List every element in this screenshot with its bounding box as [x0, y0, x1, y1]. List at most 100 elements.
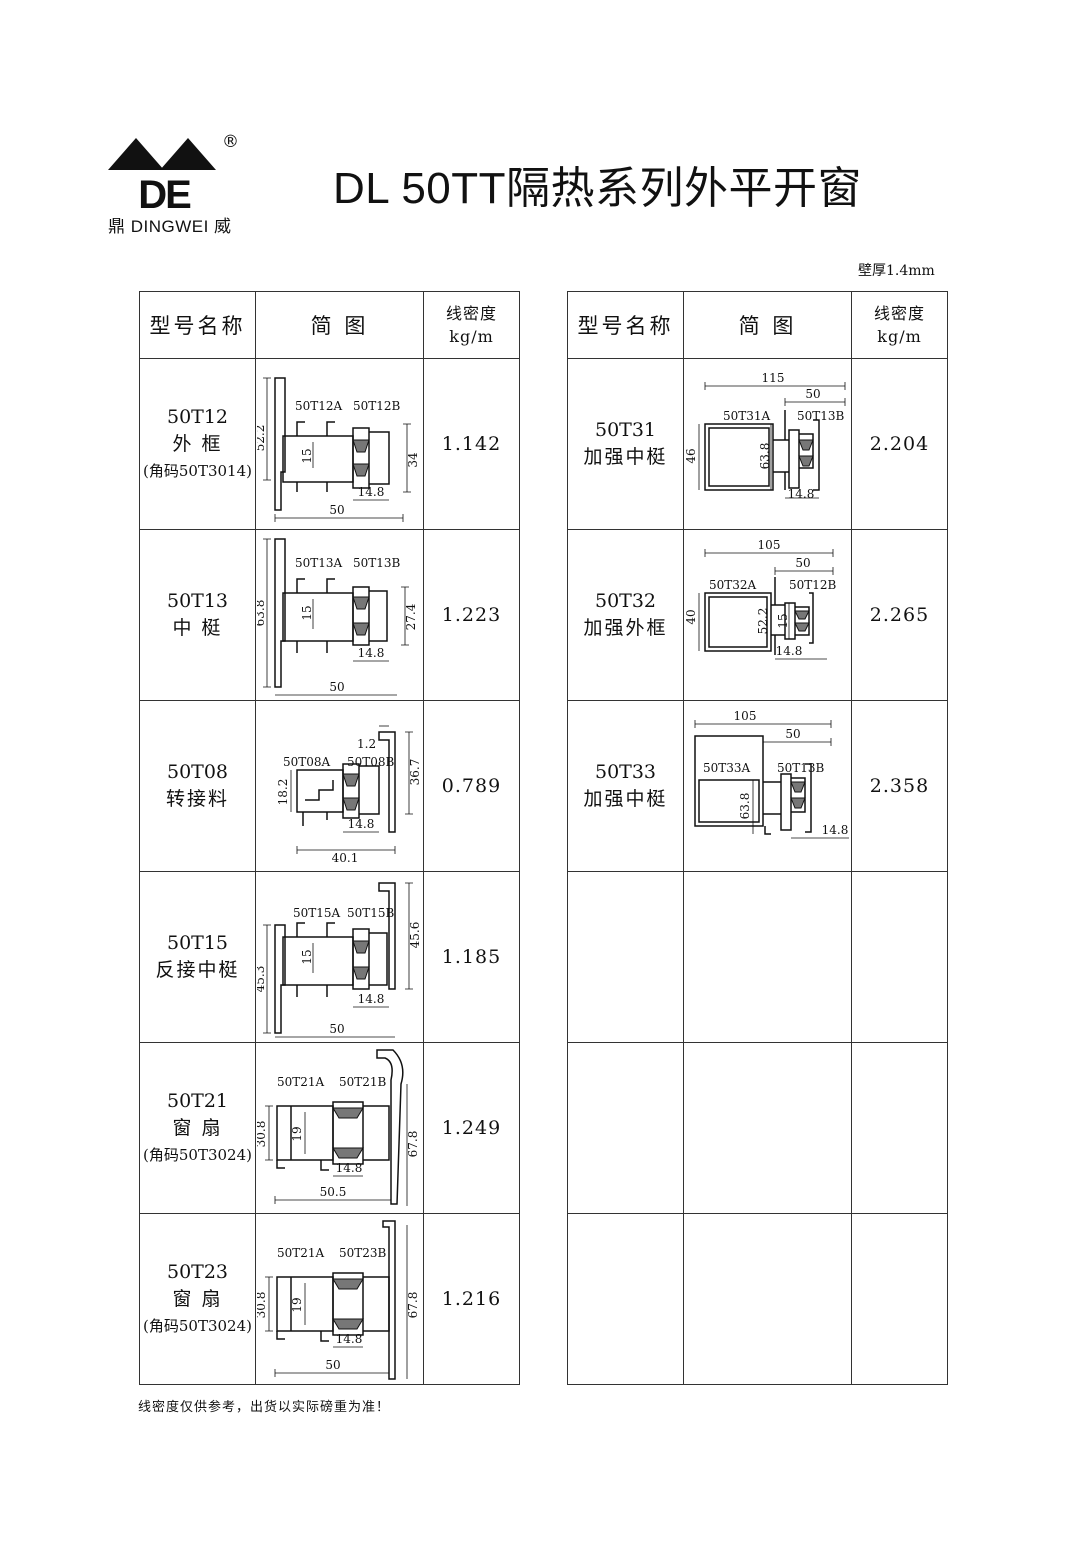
profile-figure-cell: 105 50 50T32A 50T12B 40 52.2 15 14.8: [683, 529, 852, 701]
sub-label-b: 50T13B: [797, 409, 845, 423]
dim-inner: 15: [300, 949, 314, 964]
model-name-cell: 50T12 外 框 (角码50T3014): [139, 358, 256, 530]
model-name-cell: 50T08 转接料: [139, 700, 256, 872]
sub-label-a: 50T31A: [723, 409, 771, 423]
profile-figure-cell: 50T15A 50T15B 45.3 15 45.6 14.8 50: [255, 871, 424, 1043]
model-code: 50T23: [166, 1260, 229, 1283]
model-name: 加强中梃: [583, 446, 668, 468]
profile-figure-cell: 50T12A 50T12B 52.2 15 34 14.8 50: [255, 358, 424, 530]
dim-right: 36.7: [408, 759, 422, 786]
dim-total: 105: [733, 709, 756, 723]
table-row-empty: [567, 1213, 948, 1385]
profile-drawing: 105 50 50T32A 50T12B 40 52.2 15 14.8: [685, 538, 837, 660]
sub-label-b: 50T23B: [339, 1246, 387, 1260]
model-code: 50T33: [594, 761, 657, 783]
dim-right: 45.6: [408, 922, 422, 949]
dim-half: 50: [805, 387, 820, 401]
col-figure-header: 简 图: [255, 291, 424, 359]
density-value: 1.223: [423, 529, 520, 701]
dim-right: 27.4: [404, 603, 418, 630]
sub-label-b: 50T15B: [347, 906, 395, 920]
sub-label-a: 50T13A: [295, 556, 343, 570]
density-value: 0.789: [423, 700, 520, 872]
dim-height: 30.8: [257, 1121, 268, 1148]
dim-strip: 14.8: [335, 1332, 362, 1346]
dim-half: 50: [785, 727, 800, 741]
profile-drawing: 50T21A 50T21B 30.8 19 67.8 14.8 50.5: [257, 1049, 420, 1206]
table-row: 50T13 中 梃: [139, 529, 520, 701]
dim-width: 50: [325, 1358, 340, 1372]
model-name-cell: 50T23 窗 扇 (角码50T3024): [139, 1213, 256, 1385]
density-value: 2.358: [851, 700, 948, 872]
density-value: 2.204: [851, 358, 948, 530]
profile-drawing: 50T15A 50T15B 45.3 15 45.6 14.8 50: [257, 882, 422, 1038]
dim-height: 45.3: [257, 966, 267, 993]
model-code: 50T21: [166, 1089, 229, 1112]
registered-mark: ®: [222, 132, 239, 152]
profile-figure-cell: 105 50 50T33A 50T13B 63.8 14.8: [683, 700, 852, 872]
dim-strip: 14.8: [775, 644, 802, 658]
model-name-cell: 50T33 加强中梃: [567, 700, 684, 872]
table-row: 50T33 加强中梃 105: [567, 700, 948, 872]
model-note: (角码50T3014): [143, 461, 252, 480]
model-note: (角码50T3024): [143, 1145, 252, 1164]
dim-strip: 14.8: [787, 487, 814, 501]
dim-left: 18.2: [276, 779, 290, 806]
page-title: DL 50TT隔热系列外平开窗: [333, 164, 863, 213]
table-row: 50T23 窗 扇 (角码50T3024): [139, 1213, 520, 1385]
dim-total: 115: [761, 371, 784, 385]
col-model-header: 型号名称: [139, 291, 256, 359]
empty-cell: [567, 1213, 684, 1385]
density-value: 1.249: [423, 1042, 520, 1214]
model-code: 50T31: [594, 419, 657, 441]
table-row-empty: [567, 1042, 948, 1214]
dim-width: 50: [329, 680, 344, 694]
footnote: 线密度仅供参考，出货以实际磅重为准！: [138, 1400, 391, 1415]
dim-right: 34: [406, 452, 420, 468]
sub-label-a: 50T08A: [283, 755, 331, 769]
dim-width: 50: [329, 1022, 344, 1036]
density-value: 2.265: [851, 529, 948, 701]
empty-cell: [683, 1042, 852, 1214]
profile-drawing: 50T12A 50T12B 52.2 15 34 14.8 50: [257, 377, 420, 522]
profile-drawing: 50T13A 50T13B 63.8 15 27.4 14.8 50: [257, 538, 418, 696]
empty-cell: [567, 1042, 684, 1214]
dim-strip: 14.8: [357, 646, 384, 660]
empty-cell: [851, 871, 948, 1043]
profile-drawing: 50T08A 50T08B 1.2 18.2 36.7 14.8 40.1: [276, 725, 422, 865]
dim-top: 1.2: [357, 737, 376, 751]
dim-total: 105: [757, 538, 780, 552]
dim-strip: 14.8: [821, 823, 848, 837]
profile-figure-cell: 115 50 50T31A 50T13B 46 63.8 14.8: [683, 358, 852, 530]
dim-left: 46: [685, 448, 698, 463]
dim-height: 30.8: [257, 1292, 268, 1319]
dim-right: 67.8: [406, 1131, 420, 1158]
empty-cell: [851, 1042, 948, 1214]
profile-drawing: 115 50 50T31A 50T13B 46 63.8 14.8: [685, 371, 845, 501]
model-name: 加强中梃: [583, 788, 668, 810]
dim-strip: 14.8: [335, 1161, 362, 1175]
density-value: 1.142: [423, 358, 520, 530]
profile-drawing: 105 50 50T33A 50T13B 63.8 14.8: [693, 709, 849, 839]
dim-half: 50: [795, 556, 810, 570]
density-value: 1.185: [423, 871, 520, 1043]
model-name-cell: 50T32 加强外框: [567, 529, 684, 701]
dim-inner: 15: [300, 448, 314, 463]
profile-drawing: 50T21A 50T23B 30.8 19 67.8 14.8 50: [257, 1220, 420, 1380]
model-name: 中 梃: [172, 617, 223, 639]
sub-label-a: 50T12A: [295, 399, 343, 413]
sub-label-b: 50T12B: [789, 578, 837, 592]
dim-inner: 63.8: [738, 793, 752, 820]
dim-strip: 14.8: [357, 485, 384, 499]
sub-label-a: 50T15A: [293, 906, 341, 920]
model-name: 加强外框: [583, 617, 668, 639]
brand-line: 鼎 DINGWEI 威: [108, 217, 232, 236]
model-name-cell: 50T21 窗 扇 (角码50T3024): [139, 1042, 256, 1214]
dim-right: 67.8: [406, 1292, 420, 1319]
model-code: 50T15: [166, 932, 229, 954]
table-row: 50T21 窗 扇 (角码50T3024): [139, 1042, 520, 1214]
dim-small: 15: [776, 613, 790, 628]
model-code: 50T12: [166, 405, 229, 428]
